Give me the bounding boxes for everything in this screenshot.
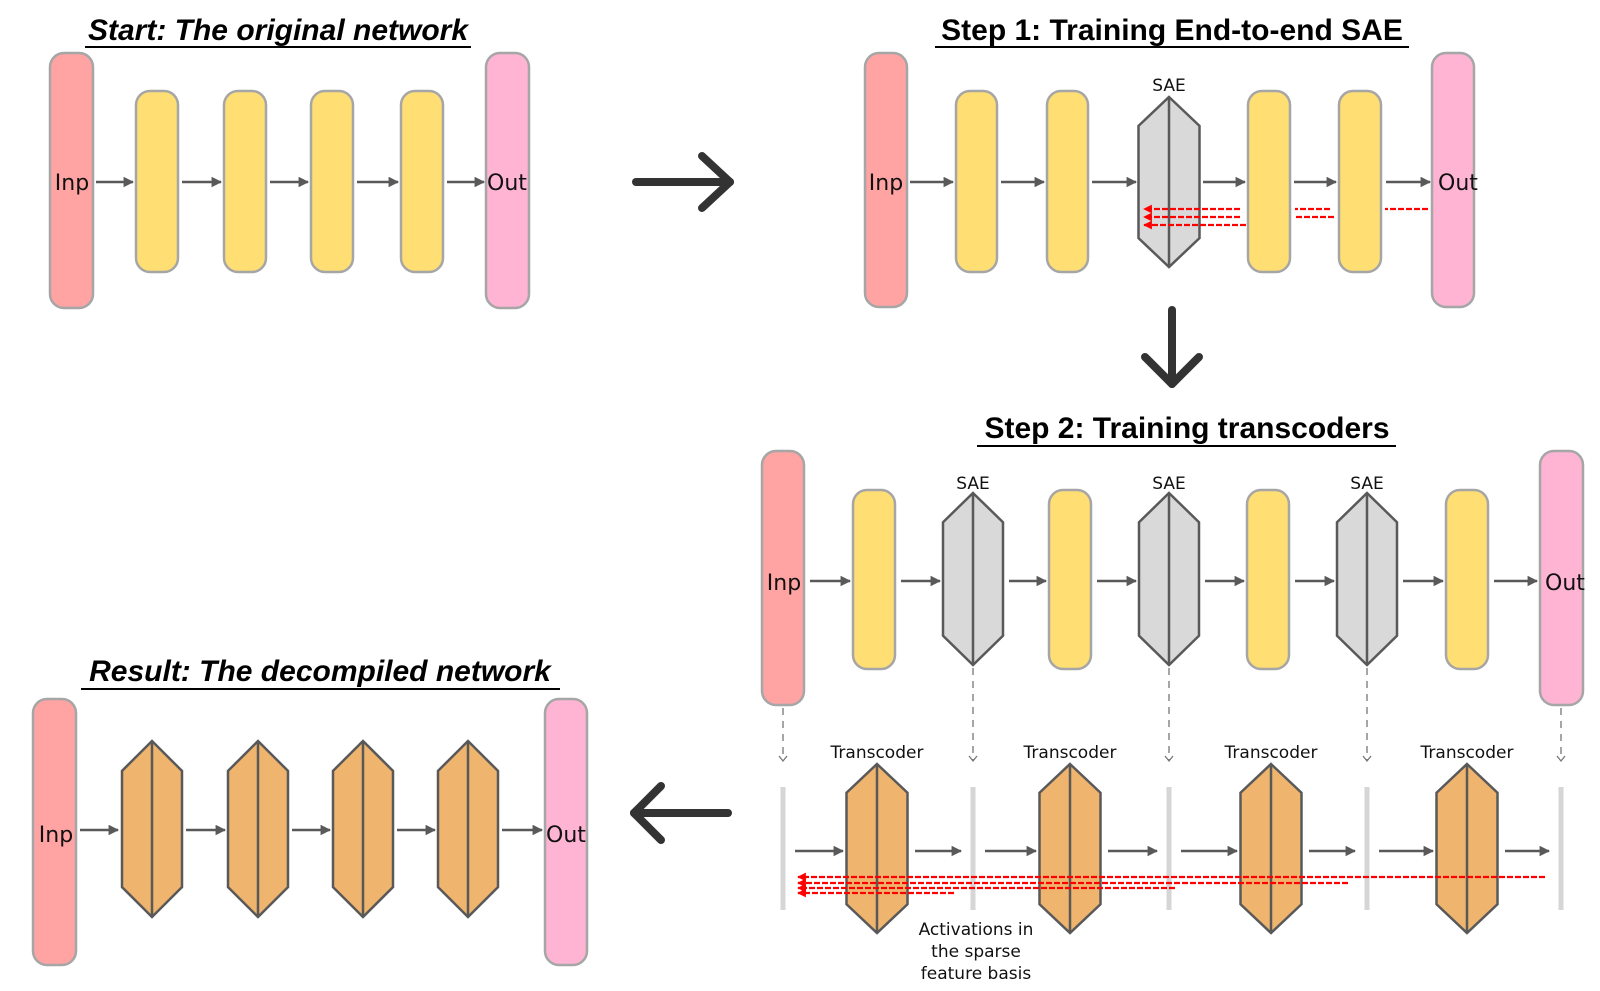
step2-layer-1	[851, 488, 897, 671]
activations-note-line-1: Activations in	[919, 920, 1034, 940]
start-layer-3	[309, 89, 355, 274]
step1-input-label: Inp	[869, 171, 903, 196]
result-input-label: Inp	[39, 823, 73, 848]
start-layer-2	[222, 89, 268, 274]
start-output-node	[484, 51, 531, 310]
result-transcoder-2	[226, 739, 290, 919]
transcoder-1	[845, 762, 909, 935]
step1-layer-4	[1337, 89, 1383, 274]
step1-output-node	[1430, 51, 1476, 309]
step2-input-label: Inp	[767, 571, 801, 596]
start-layer-4	[399, 89, 445, 274]
step2-sae-2	[1137, 491, 1201, 667]
step1-layer-2	[1045, 89, 1090, 274]
result-input-node	[31, 697, 78, 967]
transcoder-label-2: Transcoder	[1023, 743, 1117, 763]
step1-output-label: Out	[1438, 171, 1478, 196]
transcoder-label-3: Transcoder	[1224, 743, 1318, 763]
step1-input-node	[863, 51, 909, 309]
dashed-connector-head-3	[1164, 755, 1174, 763]
transcoder-label-4: Transcoder	[1420, 743, 1514, 763]
result-title: Result: The decompiled network	[89, 655, 552, 688]
flow-arrow-right	[632, 152, 734, 212]
result-transcoder-3	[331, 739, 395, 919]
dashed-connector-head-2	[968, 755, 978, 763]
activation-divider-5	[1558, 787, 1564, 910]
step2-output-node	[1538, 449, 1585, 707]
step2-layer-3	[1245, 488, 1291, 671]
activation-divider-2	[970, 787, 976, 910]
activation-divider-3	[1166, 787, 1172, 910]
result-output-node	[543, 697, 589, 967]
step2-sae-label-2: SAE	[1152, 474, 1185, 494]
start-input-label: Inp	[55, 171, 89, 196]
step1-sae-label: SAE	[1152, 76, 1185, 96]
step2-layer-2	[1047, 488, 1093, 671]
transcoder-label-1: Transcoder	[830, 743, 924, 763]
transcoder-3	[1239, 762, 1303, 935]
panel-step1: Step 1: Training End-to-end SAE SAE	[863, 14, 1476, 309]
start-layer-1	[134, 89, 180, 274]
transcoder-4	[1435, 762, 1499, 935]
flow-arrow-down	[1141, 306, 1203, 388]
result-transcoder-4	[436, 739, 500, 919]
activation-divider-1	[780, 787, 786, 910]
result-output-label: Out	[546, 823, 586, 848]
activations-note-line-3: feature basis	[921, 964, 1032, 984]
start-title: Start: The original network	[88, 14, 469, 47]
transcoder-2	[1038, 762, 1102, 935]
step2-layer-4	[1444, 488, 1490, 671]
step2-sae-label-1: SAE	[956, 474, 989, 494]
dashed-connector-head-5	[1556, 755, 1566, 763]
step1-layer-1	[954, 89, 999, 274]
step2-sae-label-3: SAE	[1350, 474, 1383, 494]
dashed-connector-head-1	[778, 755, 788, 763]
activations-note-line-2: the sparse	[931, 942, 1021, 962]
panel-result: Result: The decompiled network	[31, 655, 589, 967]
panel-step2: Step 2: Training transcoders SAE SAE SAE…	[760, 412, 1585, 984]
flow-arrow-left	[630, 782, 732, 844]
dashed-connector-head-4	[1362, 755, 1372, 763]
result-transcoder-1	[120, 739, 184, 919]
step2-output-label: Out	[1545, 571, 1585, 596]
start-output-label: Out	[487, 171, 527, 196]
step2-title: Step 2: Training transcoders	[984, 412, 1389, 445]
step2-sae-3	[1335, 491, 1399, 667]
step1-layer-3	[1246, 89, 1292, 274]
step1-sae	[1137, 95, 1201, 269]
activation-divider-4	[1364, 787, 1370, 910]
step2-sae-1	[941, 491, 1005, 667]
start-input-node	[48, 51, 95, 310]
panel-start: Start: The original network	[48, 14, 531, 310]
step2-input-node	[760, 449, 806, 707]
step1-title: Step 1: Training End-to-end SAE	[941, 14, 1403, 47]
